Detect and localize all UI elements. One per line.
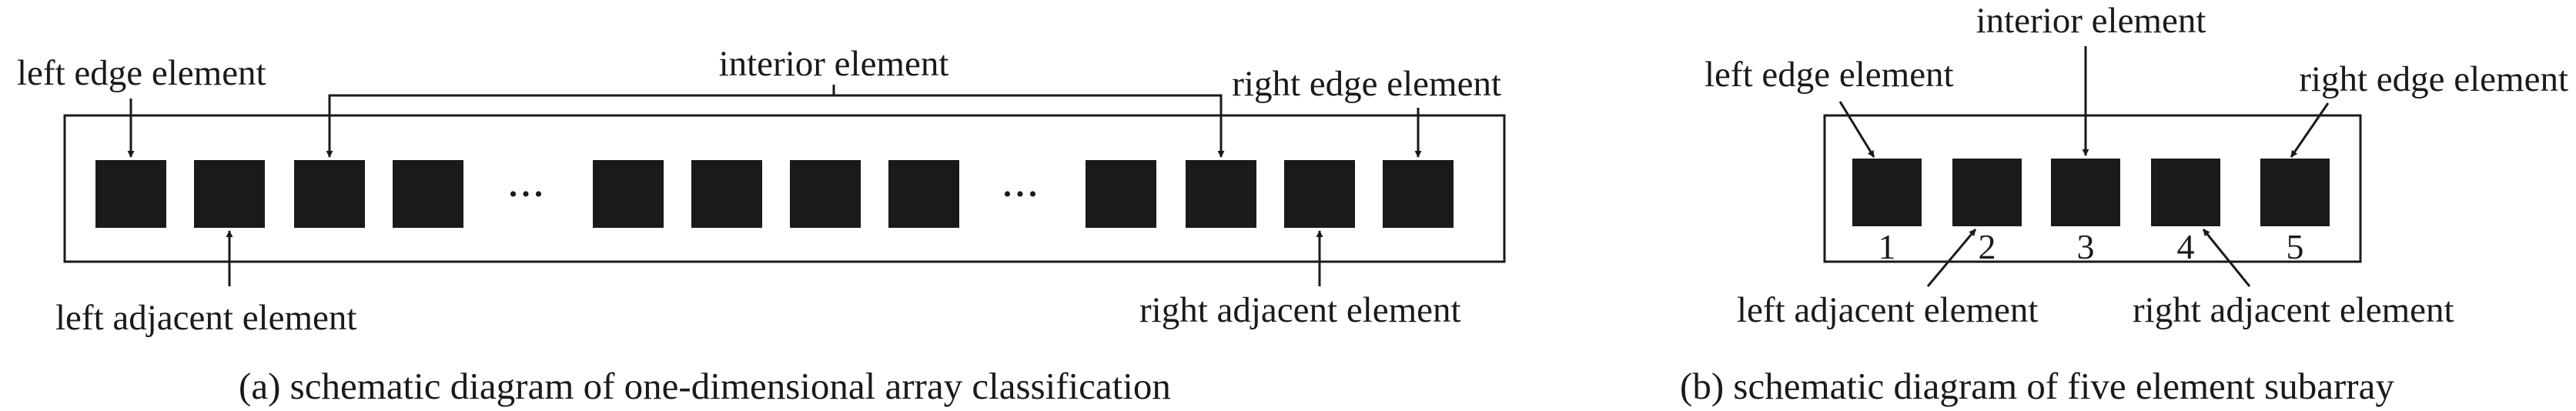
label-left-adjacent-b: left adjacent element bbox=[1737, 290, 2038, 330]
subarray-element-2 bbox=[1952, 159, 2022, 226]
label-interior-a: interior element bbox=[719, 44, 949, 84]
array-element bbox=[294, 160, 365, 228]
array-elements-b bbox=[1852, 159, 2330, 226]
array-element bbox=[1284, 160, 1355, 228]
label-left-edge-b: left edge element bbox=[1705, 55, 1954, 95]
array-element bbox=[888, 160, 959, 228]
array-element bbox=[1086, 160, 1156, 228]
interior-bracket-a bbox=[328, 94, 1223, 157]
array-elements-a bbox=[95, 160, 1454, 228]
caption-b: (b) schematic diagram of five element su… bbox=[1680, 365, 2394, 407]
label-right-edge-b: right edge element bbox=[2299, 59, 2568, 99]
element-number-4: 4 bbox=[2177, 227, 2195, 266]
label-left-adjacent-a: left adjacent element bbox=[55, 298, 356, 338]
subarray-element-3 bbox=[2051, 159, 2120, 226]
array-frame-b bbox=[1823, 114, 2362, 263]
ellipsis-1: ••• bbox=[509, 182, 547, 207]
label-left-edge-a: left edge element bbox=[17, 53, 266, 93]
array-element bbox=[1186, 160, 1256, 228]
element-number-2: 2 bbox=[1979, 227, 1996, 266]
panel-a: ••• ••• left edge element interior eleme… bbox=[17, 44, 1506, 407]
array-element bbox=[95, 160, 166, 228]
element-number-3: 3 bbox=[2077, 227, 2095, 266]
array-element bbox=[194, 160, 265, 228]
arrow-right-adjacent-b bbox=[2202, 229, 2251, 287]
subarray-element-1 bbox=[1852, 159, 1922, 226]
panel-b: 1 2 3 4 5 left edge element interior ele… bbox=[1680, 1, 2568, 407]
array-frame-a bbox=[63, 114, 1506, 263]
subarray-element-4 bbox=[2151, 159, 2220, 226]
subarray-element-5 bbox=[2260, 159, 2330, 226]
arrow-right-edge-b bbox=[2290, 102, 2330, 158]
arrow-left-adjacent-b bbox=[1926, 229, 1977, 287]
array-element bbox=[790, 160, 861, 228]
label-interior-b: interior element bbox=[1976, 1, 2206, 41]
array-element bbox=[593, 160, 664, 228]
label-right-adjacent-b: right adjacent element bbox=[2133, 290, 2454, 330]
array-element bbox=[393, 160, 463, 228]
array-element bbox=[1383, 160, 1454, 228]
label-right-adjacent-a: right adjacent element bbox=[1139, 290, 1461, 330]
array-element bbox=[691, 160, 762, 228]
caption-a: (a) schematic diagram of one-dimensional… bbox=[239, 365, 1171, 407]
element-number-5: 5 bbox=[2287, 227, 2304, 266]
label-right-edge-a: right edge element bbox=[1232, 64, 1501, 104]
arrow-left-edge-b bbox=[1838, 101, 1875, 158]
element-number-1: 1 bbox=[1878, 227, 1896, 266]
ellipsis-2: ••• bbox=[1003, 182, 1042, 207]
